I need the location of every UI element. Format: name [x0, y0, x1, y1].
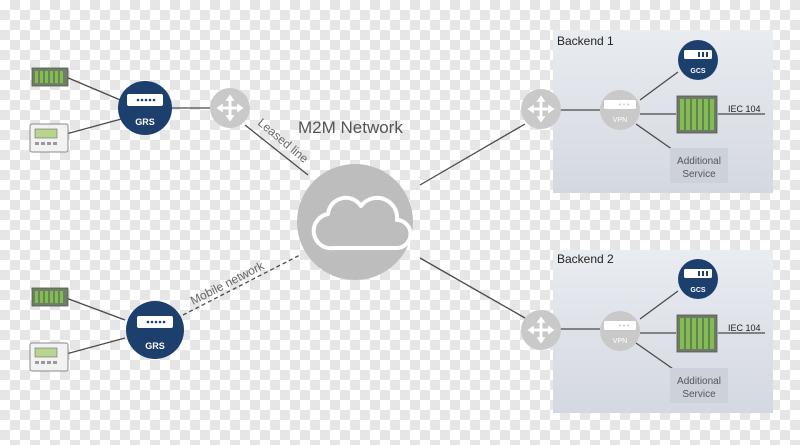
router-backend-1-icon: [521, 89, 561, 129]
backend-1-title: Backend 1: [557, 34, 614, 48]
iec-rack-icon: [676, 314, 718, 353]
backend-2-panel: [553, 250, 773, 413]
additional-service-2: Additional Service: [670, 368, 728, 403]
energy-meter-icon: [29, 123, 69, 153]
iec-104-label: IEC 104: [728, 104, 761, 114]
grs-label: GRS: [145, 341, 165, 351]
vpn-node-1: VPN: [600, 90, 640, 130]
service-label-line2: Service: [682, 169, 716, 180]
link-meter2-grs1: [65, 117, 126, 135]
link-router-cloud: [244, 124, 309, 176]
connection-lines: [65, 71, 765, 372]
mobile-network-label: Mobile network: [188, 258, 267, 308]
iec-rack-icon: [676, 95, 718, 134]
gcs-label: GCS: [690, 287, 706, 294]
backend-2-title: Backend 2: [557, 252, 614, 266]
router-backend-2-icon: [521, 310, 561, 350]
grs-label: GRS: [135, 117, 155, 127]
link-grs2-cloud-dashed: [182, 254, 301, 316]
link-meter1-grs1: [65, 76, 126, 103]
iec-104-label: IEC 104: [728, 323, 761, 333]
vpn-label: VPN: [613, 117, 627, 124]
link-cloud-backend2: [419, 257, 526, 319]
energy-meter-icon: [29, 342, 69, 372]
service-label-line2: Service: [682, 389, 716, 400]
link-meter4-grs2: [65, 337, 126, 355]
rtu-rack-icon: [31, 67, 69, 87]
vpn-node-2: VPN: [600, 311, 640, 351]
vpn-label: VPN: [613, 338, 627, 345]
network-title: M2M Network: [298, 118, 403, 137]
grs-gateway-2: GRS: [126, 301, 184, 359]
grs-gateway-1: GRS: [118, 81, 172, 135]
m2m-cloud: [297, 164, 413, 280]
link-cloud-backend1: [419, 123, 526, 186]
backend-1-panel: [553, 30, 773, 193]
link-meter3-grs2: [65, 297, 126, 321]
service-label-line1: Additional: [677, 156, 721, 167]
service-label-line1: Additional: [677, 376, 721, 387]
gcs-server-2: GCS: [678, 259, 718, 299]
additional-service-1: Additional Service: [670, 148, 728, 183]
gcs-label: GCS: [690, 68, 706, 75]
rtu-rack-icon: [31, 287, 69, 307]
router-left-icon: [210, 88, 250, 128]
cloud-icon: [311, 195, 413, 251]
gcs-server-1: GCS: [678, 40, 718, 80]
